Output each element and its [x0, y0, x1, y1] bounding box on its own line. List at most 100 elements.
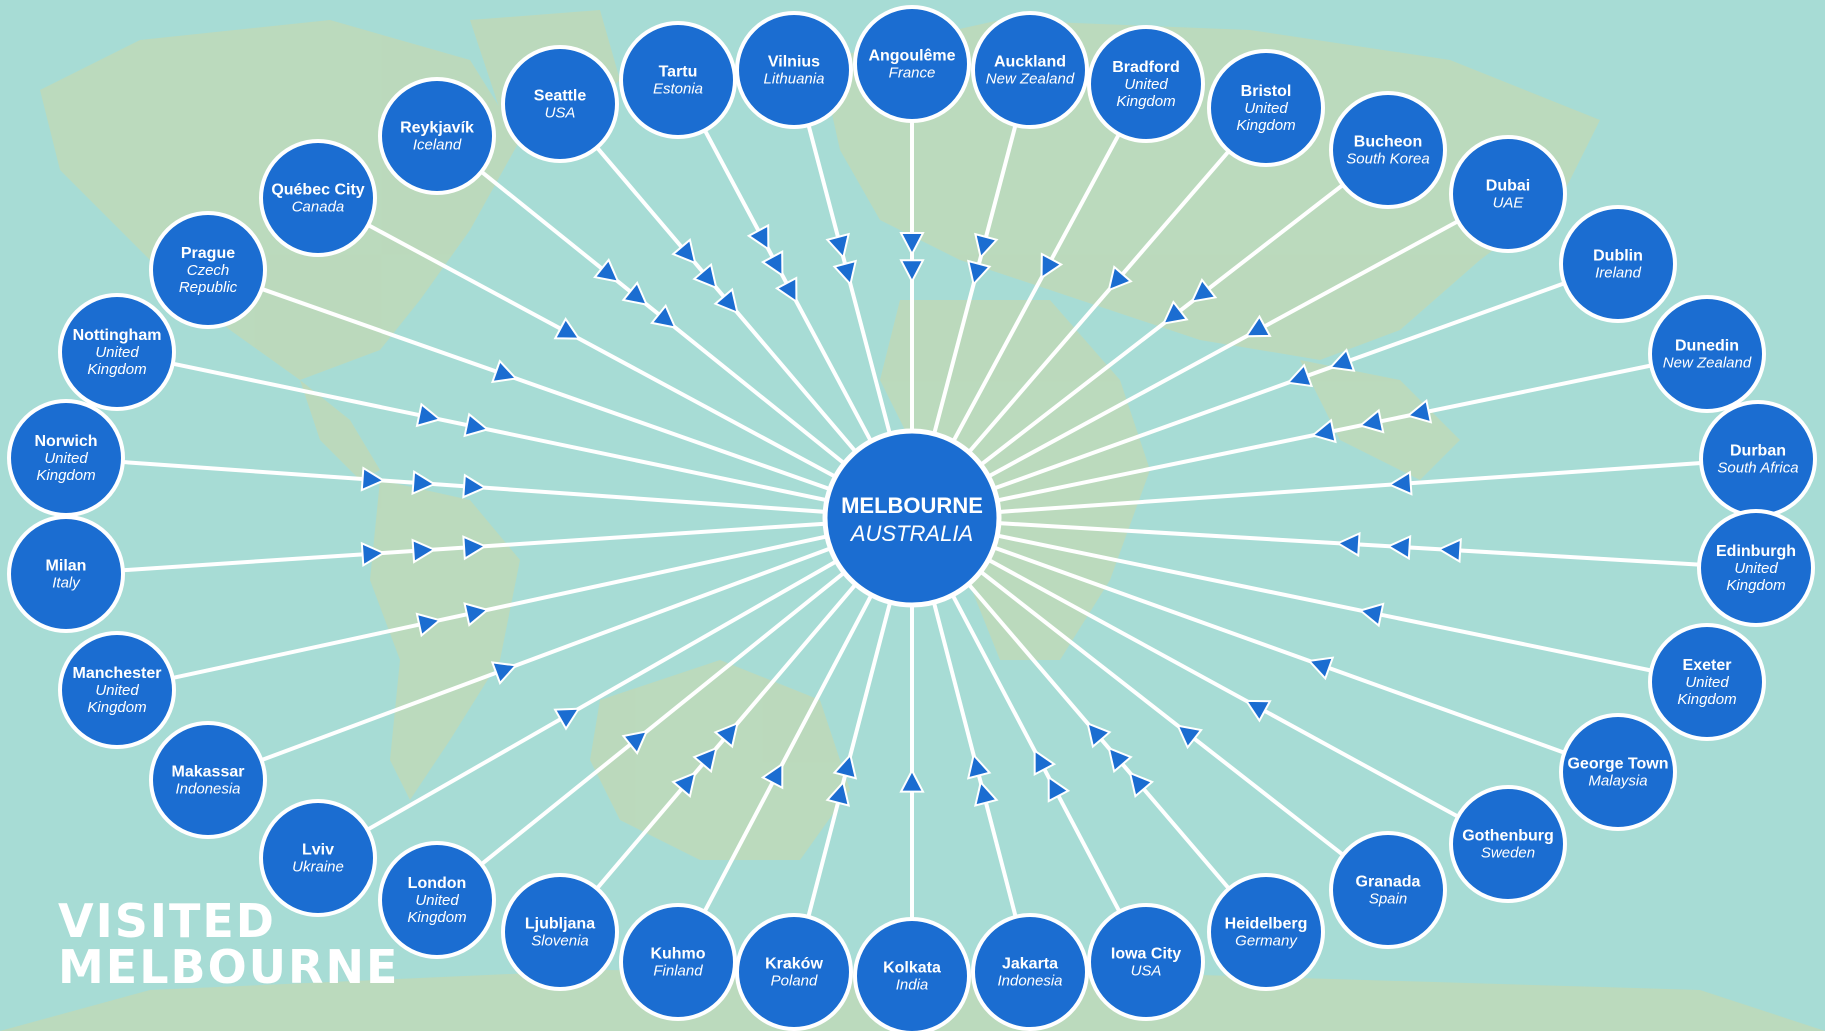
city-circle: [735, 11, 853, 129]
city-country: UAE: [1493, 195, 1525, 212]
city-country-line: Spain: [1369, 891, 1407, 908]
city-country-line: Kingdom: [87, 699, 146, 716]
connection-line-bradford: [951, 133, 1121, 443]
city-circle: [1648, 623, 1766, 741]
connection-line-dublin: [993, 281, 1566, 491]
city-circle: [619, 903, 737, 1021]
city-country: Finland: [653, 963, 703, 980]
arrow-bristol-1: [1107, 265, 1133, 292]
city-name: Bucheon: [1354, 134, 1422, 151]
city-country-line: Indonesia: [175, 781, 240, 798]
city-country: Malaysia: [1588, 773, 1647, 790]
hub-city-label: MELBOURNE: [841, 493, 983, 518]
city-name: Gothenburg: [1462, 828, 1554, 845]
arrow-lviv-1: [553, 707, 581, 731]
city-country: Spain: [1369, 891, 1407, 908]
city-name: Kuhmo: [650, 946, 705, 963]
arrow-heidelberg-1: [1128, 771, 1155, 799]
arrow-quebec-city-1: [553, 316, 581, 340]
arrow-ljubljana-1: [671, 771, 697, 799]
city-name: Lviv: [302, 842, 334, 859]
city-country: New Zealand: [1663, 355, 1752, 372]
city-name: Iowa City: [1111, 946, 1181, 963]
city-country-line: Kingdom: [87, 361, 146, 378]
city-country-line: Lithuania: [764, 71, 825, 88]
city-name: Edinburgh: [1716, 543, 1796, 560]
city-circle: [1207, 49, 1325, 167]
city-circle: [853, 5, 971, 123]
city-country-line: India: [896, 977, 929, 994]
city-country: South Korea: [1346, 151, 1429, 168]
city-name: Nottingham: [73, 327, 162, 344]
connection-line-kuhmo: [702, 594, 874, 913]
arrow-ljubljana-2: [692, 746, 718, 774]
arrow-krakow-1: [825, 780, 851, 807]
connection-line-manchester: [172, 534, 828, 680]
city-country-line: Italy: [52, 575, 81, 592]
city-country-line: UAE: [1493, 195, 1525, 212]
city-circle: [1697, 509, 1815, 627]
arrow-bucheon-1: [1190, 278, 1218, 303]
arrow-dublin-2: [1286, 363, 1314, 388]
city-name: Granada: [1356, 874, 1421, 891]
city-country: Sweden: [1481, 845, 1535, 862]
city-country-line: USA: [545, 105, 576, 122]
city-circle: [1559, 713, 1677, 831]
city-country-line: Iceland: [413, 137, 462, 154]
city-country-line: Germany: [1235, 933, 1298, 950]
diagram-title: VISITED MELBOURNE: [58, 898, 399, 990]
arrow-kuhmo-1: [760, 762, 784, 790]
arrow-seattle-2: [692, 262, 718, 290]
city-country-line: Estonia: [653, 81, 703, 98]
city-country: South Africa: [1717, 460, 1798, 477]
arrow-iowa-city-2: [1033, 748, 1057, 777]
city-name: Kraków: [765, 956, 823, 973]
arrow-angouleme-1: [899, 232, 925, 257]
connection-line-granada: [979, 569, 1345, 857]
arrow-reykjavik-3: [650, 303, 677, 329]
city-country-line: South Korea: [1346, 151, 1429, 168]
arrow-nottingham-1: [415, 402, 442, 428]
arrow-milan-3: [462, 535, 488, 561]
city-country-line: Kingdom: [1236, 117, 1295, 134]
arrow-seattle-3: [713, 287, 739, 315]
city-country-line: Kingdom: [1726, 577, 1785, 594]
city-circle: [853, 917, 971, 1031]
city-name: Milan: [46, 558, 87, 575]
city-name: Seattle: [534, 88, 587, 105]
city-country: Germany: [1235, 933, 1298, 950]
arrow-heidelberg-3: [1086, 721, 1112, 749]
city-country-line: United: [44, 450, 88, 467]
arrow-dublin-1: [1328, 348, 1356, 372]
city-country-line: United: [1244, 100, 1288, 117]
arrow-jakarta-2: [966, 753, 992, 780]
city-circle: [501, 873, 619, 991]
city-name: Manchester: [73, 665, 162, 682]
connection-line-bristol: [967, 149, 1231, 454]
arrow-bradford-1: [1040, 252, 1064, 280]
city-country-line: Finland: [653, 963, 703, 980]
arrow-dunedin-2: [1358, 408, 1385, 434]
arrow-dunedin-1: [1405, 398, 1433, 424]
city-country-line: Ireland: [1595, 265, 1642, 282]
